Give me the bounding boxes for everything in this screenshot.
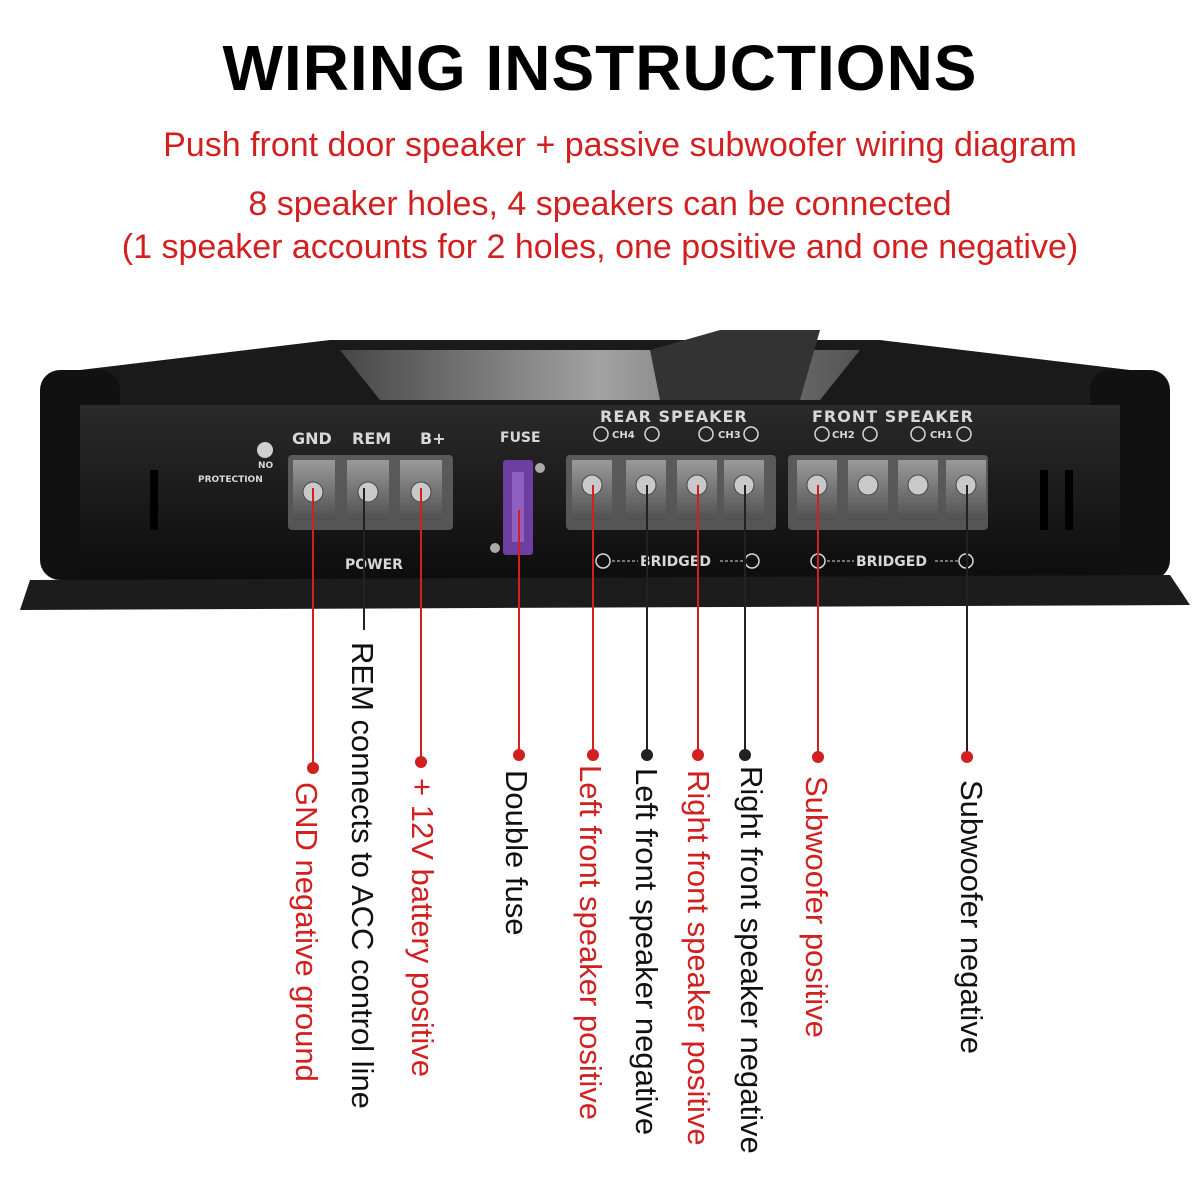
fuse-callout-line [518, 510, 520, 750]
callout-label-sub-pos: Subwoofer positive [799, 776, 834, 1038]
fuse-label: FUSE [500, 430, 541, 446]
gnd-callout-line [312, 488, 314, 768]
front-speaker-label: FRONT SPEAKER [812, 407, 974, 426]
sub-neg-callout-line [966, 485, 968, 753]
sub-pos-callout-dot [812, 751, 824, 763]
lf-neg-callout-line [646, 485, 648, 750]
bridged-front-label: BRIDGED [856, 554, 927, 570]
page-title: WIRING INSTRUCTIONS [222, 32, 978, 104]
lf-pos-callout-dot [587, 749, 599, 761]
rf-pos-callout-line [697, 485, 699, 750]
ch2-label: CH2 [832, 430, 855, 441]
bplus-callout-dot [415, 756, 427, 768]
callout-label-bplus: + 12V battery positive [405, 778, 440, 1077]
ch1-label: CH1 [930, 430, 953, 441]
sub-neg-callout-dot [961, 751, 973, 763]
fuse-callout-dot [513, 749, 525, 761]
bplus-callout-line [420, 488, 422, 762]
callout-label-sub-neg: Subwoofer negative [954, 780, 989, 1055]
protection-label: PROTECTION [198, 475, 263, 485]
subtitle-line-2: 8 speaker holes, 4 speakers can be conne… [248, 185, 952, 223]
callout-label-lf-neg: Left front speaker negative [629, 768, 664, 1136]
ch3-label: CH3 [718, 430, 741, 441]
amplifier-photo: NO PROTECTION GND REM B+ POWER FUSE REAR… [20, 330, 1190, 610]
power-label: POWER [345, 557, 403, 573]
rf-neg-callout-line [744, 485, 746, 750]
rear-speaker-label: REAR SPEAKER [600, 407, 748, 426]
callout-label-lf-pos: Left front speaker positive [573, 765, 608, 1120]
rem-terminal-label: REM [352, 429, 391, 448]
rf-pos-callout-dot [692, 749, 704, 761]
callout-label-fuse: Double fuse [499, 770, 534, 936]
gnd-terminal-label: GND [292, 429, 332, 448]
bplus-terminal-label: B+ [420, 429, 446, 448]
subtitle-line-1: Push front door speaker + passive subwoo… [163, 126, 1077, 164]
callout-label-gnd: GND negative ground [289, 782, 324, 1082]
subtitle-line-3: (1 speaker accounts for 2 holes, one pos… [121, 228, 1079, 266]
no-label: NO [258, 461, 274, 471]
lf-pos-callout-line [592, 485, 594, 750]
sub-pos-callout-line [817, 485, 819, 753]
callout-label-rf-pos: Right front speaker positive [681, 770, 716, 1146]
rf-neg-callout-dot [739, 749, 751, 761]
gnd-callout-dot [307, 762, 319, 774]
lf-neg-callout-dot [641, 749, 653, 761]
bridged-rear-label: BRIDGED [640, 554, 711, 570]
ch4-label: CH4 [612, 430, 635, 441]
power-terminal-block [293, 460, 442, 520]
rem-callout-line [363, 488, 365, 630]
callout-label-rf-neg: Right front speaker negative [734, 766, 769, 1154]
callout-label-rem: REM connects to ACC control line [345, 642, 380, 1109]
